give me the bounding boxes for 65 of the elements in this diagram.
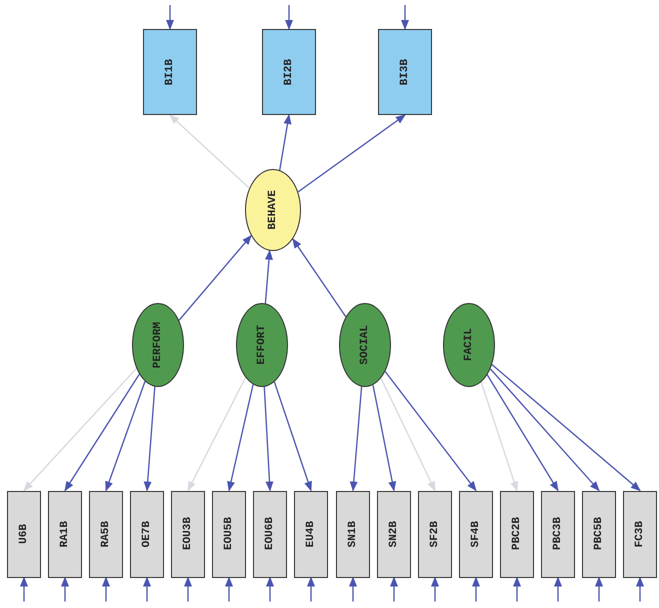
- indicator-box: RA1B: [48, 490, 82, 578]
- arrow: [264, 386, 274, 492]
- arrow: [492, 364, 641, 492]
- observed-variable-box: BI2B: [262, 29, 316, 115]
- error-arrow: [20, 576, 28, 602]
- error-arrow: [472, 576, 480, 602]
- arrow: [298, 114, 406, 192]
- indicator-box: SF2B: [418, 490, 452, 578]
- arrow: [144, 386, 156, 492]
- arrow: [64, 374, 140, 492]
- error-arrow: [513, 576, 521, 602]
- observed-variable-box: BI3B: [378, 29, 432, 115]
- error-arrow: [349, 576, 357, 602]
- error-arrow: [225, 576, 233, 602]
- arrow: [372, 384, 396, 492]
- indicator-box: PBC2B: [500, 490, 534, 578]
- arrow: [480, 382, 518, 492]
- indicator-box: SN1B: [336, 490, 370, 578]
- arrow: [384, 371, 477, 492]
- error-arrow: [102, 576, 110, 602]
- arrow: [279, 114, 292, 170]
- indicator-box: OE7B: [130, 490, 164, 578]
- error-arrow: [266, 576, 274, 602]
- latent-variable-ellipse: BEHAVE: [245, 169, 301, 251]
- indicator-box: EOU6B: [253, 490, 287, 578]
- error-arrow: [595, 576, 603, 602]
- error-arrow: [636, 576, 644, 602]
- arrow: [292, 238, 346, 318]
- arrow: [264, 250, 273, 304]
- error-arrow: [401, 5, 409, 30]
- indicator-box: RA5B: [89, 490, 123, 578]
- arrow: [178, 234, 252, 321]
- latent-variable-ellipse: EFFORT: [236, 303, 288, 387]
- arrow: [169, 114, 250, 189]
- arrow: [380, 378, 436, 492]
- latent-variable-ellipse: SOCIAL: [339, 303, 391, 387]
- arrow: [490, 368, 600, 492]
- indicator-box: EOU5B: [212, 490, 246, 578]
- arrow: [274, 382, 312, 492]
- error-arrow: [61, 576, 69, 602]
- observed-variable-box: BI1B: [143, 29, 197, 115]
- arrow: [23, 368, 137, 492]
- arrow: [227, 384, 254, 492]
- error-arrow: [184, 576, 192, 602]
- indicator-box: SF4B: [459, 490, 493, 578]
- latent-variable-ellipse: FACIL: [443, 303, 495, 387]
- error-arrow: [166, 5, 174, 30]
- indicator-box: EOU3B: [171, 490, 205, 578]
- error-arrow: [307, 576, 315, 602]
- error-arrow: [431, 576, 439, 602]
- indicator-box: FC3B: [623, 490, 657, 578]
- error-arrow: [143, 576, 151, 602]
- arrow: [486, 374, 559, 492]
- indicator-box: SN2B: [377, 490, 411, 578]
- error-arrow: [554, 576, 562, 602]
- arrow: [105, 381, 146, 492]
- indicator-box: PBC5B: [582, 490, 616, 578]
- arrow: [187, 377, 246, 492]
- latent-variable-ellipse: PERFORM: [132, 303, 184, 387]
- indicator-box: PBC3B: [541, 490, 575, 578]
- error-arrow: [285, 5, 293, 30]
- indicator-box: EU4B: [294, 490, 328, 578]
- error-arrow: [390, 576, 398, 602]
- arrow: [350, 386, 362, 492]
- indicator-box: U6B: [7, 490, 41, 578]
